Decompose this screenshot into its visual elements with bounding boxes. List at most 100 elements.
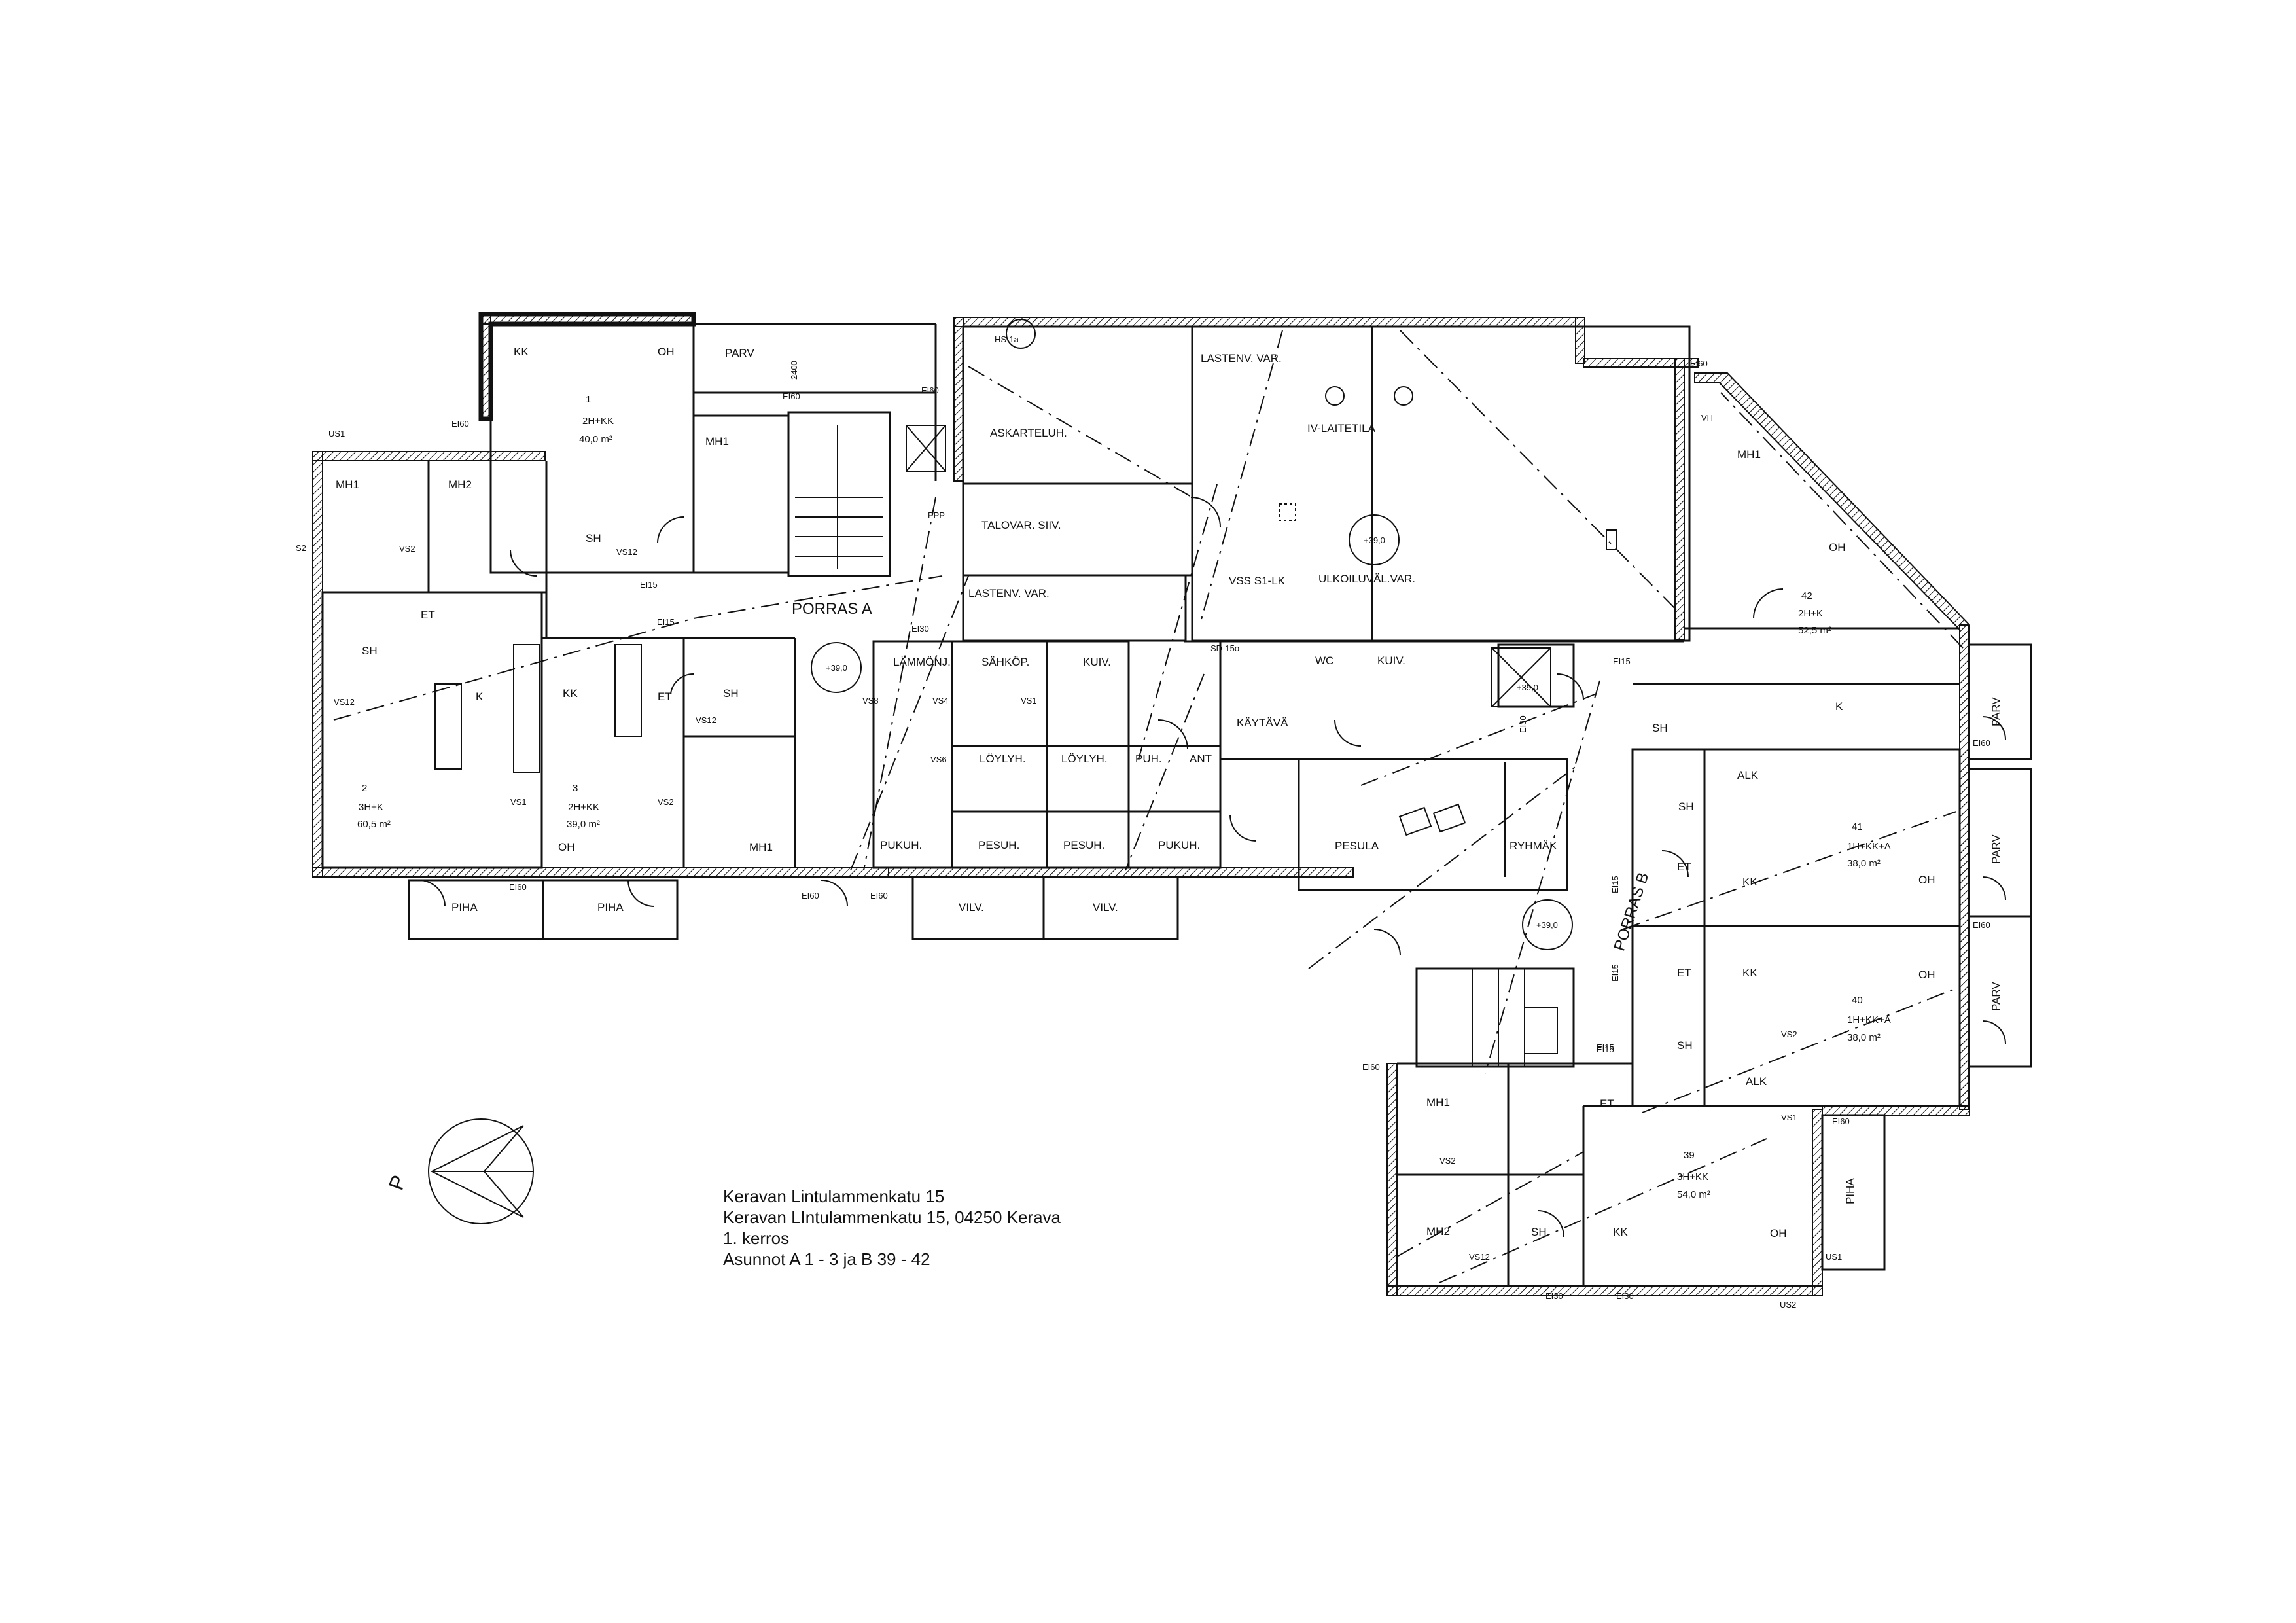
room-iv-laitetila: IV-LAITETILA <box>1307 422 1376 435</box>
room-lastenv-var: LASTENV. VAR. <box>1201 352 1282 365</box>
floor-line: 1. kerros <box>723 1228 790 1248</box>
fire-class: EI60 <box>783 391 800 401</box>
apartment-number: 3 <box>573 783 578 794</box>
room-oh: OH <box>1770 1227 1787 1240</box>
room-et: ET <box>1677 967 1691 979</box>
room-oh: OH <box>1918 874 1935 886</box>
doors <box>418 497 2006 1238</box>
fire-class: EI15 <box>1613 656 1631 666</box>
fire-class: EI60 <box>1973 738 1990 748</box>
dimension-label: 2400 <box>789 361 799 380</box>
apartment-number: 39 <box>1684 1150 1695 1161</box>
stairwell-a-label: PORRAS A <box>792 600 872 618</box>
room-vh: VH <box>1701 413 1713 423</box>
room-mh2: MH2 <box>1426 1225 1450 1238</box>
room-ryhmak: RYHMÄK <box>1510 840 1557 852</box>
room-loylyh: LÖYLYH. <box>1061 753 1108 765</box>
apartment-number: 1 <box>586 394 591 405</box>
room-vilv: VILV. <box>1093 901 1118 914</box>
fire-class: EI60 <box>870 891 888 901</box>
room-k: K <box>476 690 484 703</box>
apartment-area: 38,0 m² <box>1847 1032 1881 1043</box>
level-marker: +39,0 <box>1517 683 1538 692</box>
room-piha: PIHA <box>597 901 624 914</box>
room-sh: SH <box>1677 1039 1693 1052</box>
room-vs2: VS2 <box>1439 1156 1456 1166</box>
room-vs1: VS1 <box>510 797 527 807</box>
title-line: Keravan Lintulammenkatu 15 <box>723 1186 945 1206</box>
apartments-line: Asunnot A 1 - 3 ja B 39 - 42 <box>723 1249 930 1269</box>
room-kk: KK <box>514 346 529 358</box>
room-kaytava: KÄYTÄVÄ <box>1237 717 1288 729</box>
fire-class: EI60 <box>1690 359 1708 368</box>
room-vs12: VS12 <box>334 697 355 707</box>
room-kk: KK <box>1742 876 1757 888</box>
room-pukuh: PUKUH. <box>880 839 922 851</box>
room-talovar-siiv: TALOVAR. SIIV. <box>981 519 1061 531</box>
room-vs1: VS1 <box>1021 696 1037 705</box>
room-oh: OH <box>558 841 575 853</box>
room-vs6: VS6 <box>930 755 947 764</box>
fire-class: EI30 <box>1518 715 1528 733</box>
fire-class: EI15 <box>1597 1043 1614 1052</box>
fire-class: EI15 <box>1597 1044 1614 1054</box>
apartment-type: 2H+KK <box>582 416 614 427</box>
room-kk: KK <box>1613 1226 1628 1238</box>
room-vs12: VS12 <box>1469 1252 1490 1262</box>
room-vs12: VS12 <box>696 715 716 725</box>
room-oh: OH <box>1918 969 1935 981</box>
room-kuiv: KUIV. <box>1377 654 1405 667</box>
fire-class: EI60 <box>1832 1116 1850 1126</box>
room-sh: SH <box>1531 1226 1547 1238</box>
room-alk: ALK <box>1746 1075 1767 1088</box>
room-mh1: MH1 <box>749 841 773 853</box>
fire-class: EI60 <box>802 891 819 901</box>
apartment-type: 1H+KK+A <box>1847 841 1891 852</box>
room-mh1: MH1 <box>705 435 729 448</box>
apartment-number: 42 <box>1801 590 1812 601</box>
room-et: ET <box>421 609 435 621</box>
room-kuiv: KUIV. <box>1083 656 1111 668</box>
apartment-area: 38,0 m² <box>1847 858 1881 869</box>
room-kk: KK <box>563 687 578 700</box>
apartment-number: 41 <box>1852 821 1863 832</box>
room-pesuh: PESUH. <box>1063 839 1104 851</box>
room-vs12: VS12 <box>616 547 637 557</box>
room-parv: PARV <box>1990 834 2002 864</box>
room-oh: OH <box>658 346 675 358</box>
room-et: ET <box>658 690 672 703</box>
room-piha: PIHA <box>1844 1178 1856 1204</box>
apartment-type: 1H+KK+A <box>1847 1014 1891 1026</box>
apartment-type: 3H+KK <box>1677 1171 1708 1183</box>
room-vs1: VS1 <box>1781 1113 1797 1122</box>
room-puh: PUH. <box>1135 753 1162 765</box>
room-pesuh: PESUH. <box>978 839 1019 851</box>
room-ant: ANT <box>1190 753 1212 765</box>
apartment-type: 2H+KK <box>568 802 599 813</box>
room-pesula: PESULA <box>1335 840 1379 852</box>
apartment-area: 52,5 m² <box>1798 625 1831 636</box>
fire-class: EI30 <box>911 624 929 633</box>
tag-us1: US1 <box>1826 1252 1842 1262</box>
room-vilv: VILV. <box>959 901 984 914</box>
north-compass: P <box>384 1118 534 1224</box>
fire-class: EI15 <box>1610 876 1620 893</box>
room-sh: SH <box>586 532 601 544</box>
room-vs2: VS2 <box>1781 1029 1797 1039</box>
room-oh: OH <box>1829 541 1846 554</box>
fire-class: EI60 <box>1973 920 1990 930</box>
room-alk: ALK <box>1737 769 1759 781</box>
tag-s2: S2 <box>296 543 306 553</box>
room-parv: PARV <box>725 347 754 359</box>
apartment-number: 40 <box>1852 995 1863 1006</box>
address-line: Keravan LIntulammenkatu 15, 04250 Kerava <box>723 1207 1061 1227</box>
room-sh: SH <box>362 645 378 657</box>
room-mh1: MH1 <box>336 478 359 491</box>
apartment-area: 39,0 m² <box>567 819 600 830</box>
room-parv: PARV <box>1990 697 2002 726</box>
apartment-type: 2H+K <box>1798 608 1823 619</box>
room-mh1: MH1 <box>1737 448 1761 461</box>
exterior-walls <box>312 312 1970 1296</box>
tag-ppp: PPP <box>928 510 945 520</box>
fixtures <box>811 319 1617 1054</box>
